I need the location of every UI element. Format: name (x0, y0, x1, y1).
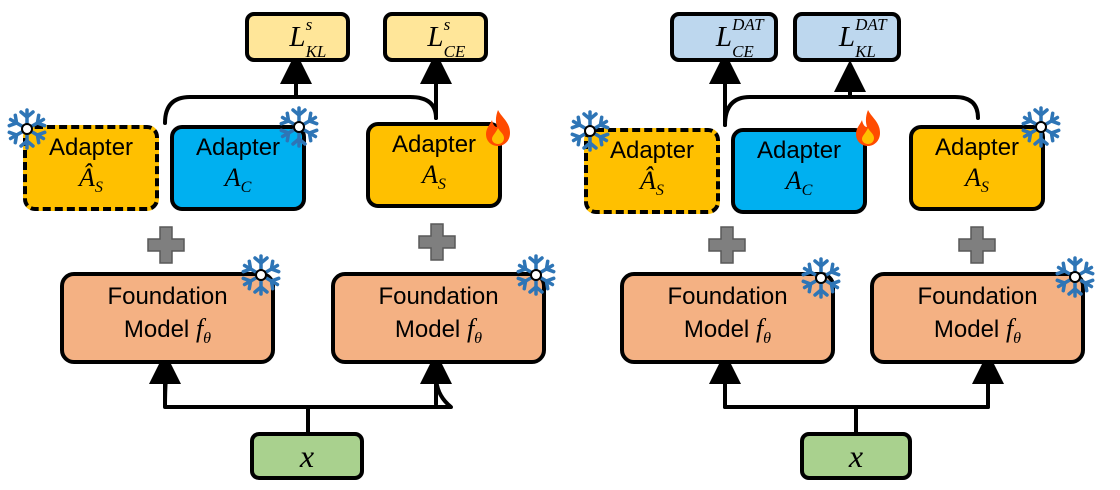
right-adapter-frozen-copy: Adapter ÂS (584, 128, 720, 214)
left-adapter-specific: Adapter AS (366, 122, 502, 208)
plus-icon (708, 226, 746, 264)
plus-icon (418, 223, 456, 261)
right-adapter-common: Adapter AC (731, 128, 867, 214)
left-adapter-common: Adapter AC (170, 125, 306, 211)
snowflake-icon (5, 108, 49, 150)
right-input-x: x (800, 432, 912, 480)
right-connectors (709, 52, 1004, 434)
left-connectors (149, 52, 453, 434)
left-foundation-model-1: Foundation Model fθ (60, 272, 275, 364)
left-foundation-model-2: Foundation Model fθ (331, 272, 546, 364)
snowflake-icon (1019, 106, 1063, 148)
plus-icon (958, 226, 996, 264)
snowflake-icon (239, 254, 283, 296)
right-foundation-model-2: Foundation Model fθ (870, 272, 1085, 364)
flame-icon (486, 110, 510, 146)
snowflake-icon (514, 254, 558, 296)
left-input-x: x (250, 432, 364, 480)
plus-icon (147, 226, 185, 264)
left-adapter-frozen-copy: Adapter ÂS (23, 125, 159, 211)
snowflake-icon (277, 106, 321, 148)
snowflake-icon (1053, 256, 1097, 298)
right-adapter-specific: Adapter AS (909, 125, 1045, 211)
snowflake-icon (799, 257, 843, 299)
flame-icon (856, 110, 880, 146)
snowflake-icon (568, 110, 612, 152)
right-foundation-model-1: Foundation Model fθ (620, 272, 835, 364)
